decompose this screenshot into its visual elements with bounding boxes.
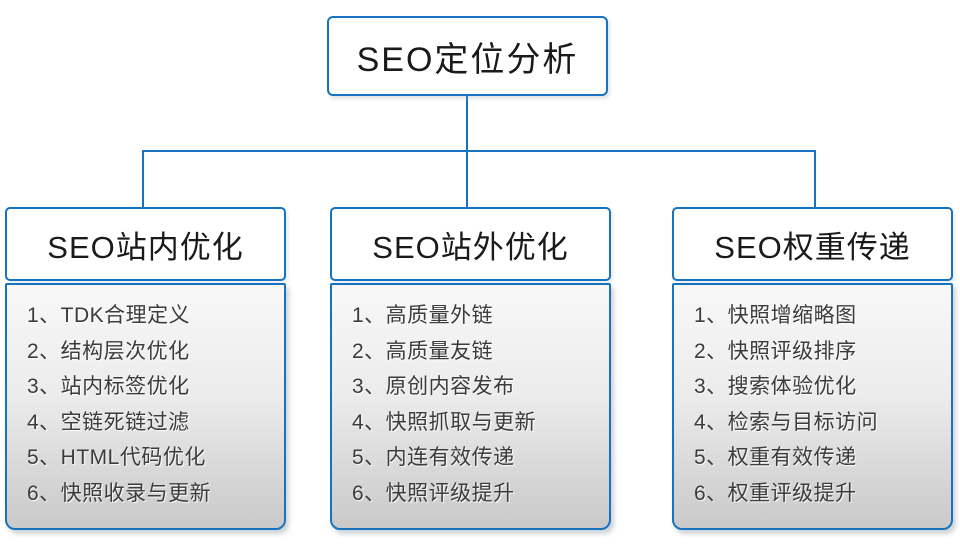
list-item: 1、高质量外链	[352, 304, 494, 327]
list-item: 6、快照评级提升	[352, 481, 515, 505]
column-onsite-title: SEO站内优化	[47, 229, 244, 265]
column-weight: SEO权重传递 1、快照增缩略图 2、快照评级排序 3、搜索体验优化 4、检索与…	[672, 207, 953, 530]
list-item: 5、权重有效传递	[694, 446, 857, 469]
connector-drop-left	[142, 150, 144, 207]
column-onsite: SEO站内优化 1、TDK合理定义 2、结构层次优化 3、站内标签优化 4、空链…	[5, 207, 286, 530]
list-item: 3、站内标签优化	[27, 375, 190, 398]
column-offsite-title: SEO站外优化	[372, 229, 569, 265]
column-offsite-header: SEO站外优化	[330, 207, 611, 281]
list-item: 3、搜索体验优化	[694, 375, 857, 398]
column-offsite-list: 1、高质量外链 2、高质量友链 3、原创内容发布 4、快照抓取与更新 5、内连有…	[330, 283, 611, 530]
connector-drop-middle	[466, 150, 468, 207]
column-onsite-list: 1、TDK合理定义 2、结构层次优化 3、站内标签优化 4、空链死链过滤 5、H…	[5, 283, 286, 530]
list-item: 5、HTML代码优化	[27, 446, 206, 469]
root-node-title: SEO定位分析	[356, 40, 579, 79]
list-item: 3、原创内容发布	[352, 375, 515, 398]
list-item: 4、空链死链过滤	[27, 410, 190, 434]
column-weight-list: 1、快照增缩略图 2、快照评级排序 3、搜索体验优化 4、检索与目标访问 5、权…	[672, 283, 953, 530]
list-item: 2、快照评级排序	[694, 339, 857, 363]
list-item: 2、高质量友链	[352, 339, 494, 363]
list-item: 6、权重评级提升	[694, 481, 857, 505]
list-item: 1、快照增缩略图	[694, 304, 857, 327]
root-node: SEO定位分析	[327, 16, 608, 96]
connector-drop-right	[814, 150, 816, 207]
list-item: 4、快照抓取与更新	[352, 410, 537, 434]
list-item: 4、检索与目标访问	[694, 410, 879, 434]
list-item: 6、快照收录与更新	[27, 481, 212, 505]
column-offsite: SEO站外优化 1、高质量外链 2、高质量友链 3、原创内容发布 4、快照抓取与…	[330, 207, 611, 530]
column-weight-title: SEO权重传递	[714, 229, 911, 265]
list-item: 5、内连有效传递	[352, 446, 515, 469]
list-item: 1、TDK合理定义	[27, 304, 191, 327]
column-onsite-header: SEO站内优化	[5, 207, 286, 281]
connector-horizontal-bar	[142, 150, 816, 152]
column-weight-header: SEO权重传递	[672, 207, 953, 281]
list-item: 2、结构层次优化	[27, 339, 190, 363]
connector-root-stem	[466, 96, 468, 152]
